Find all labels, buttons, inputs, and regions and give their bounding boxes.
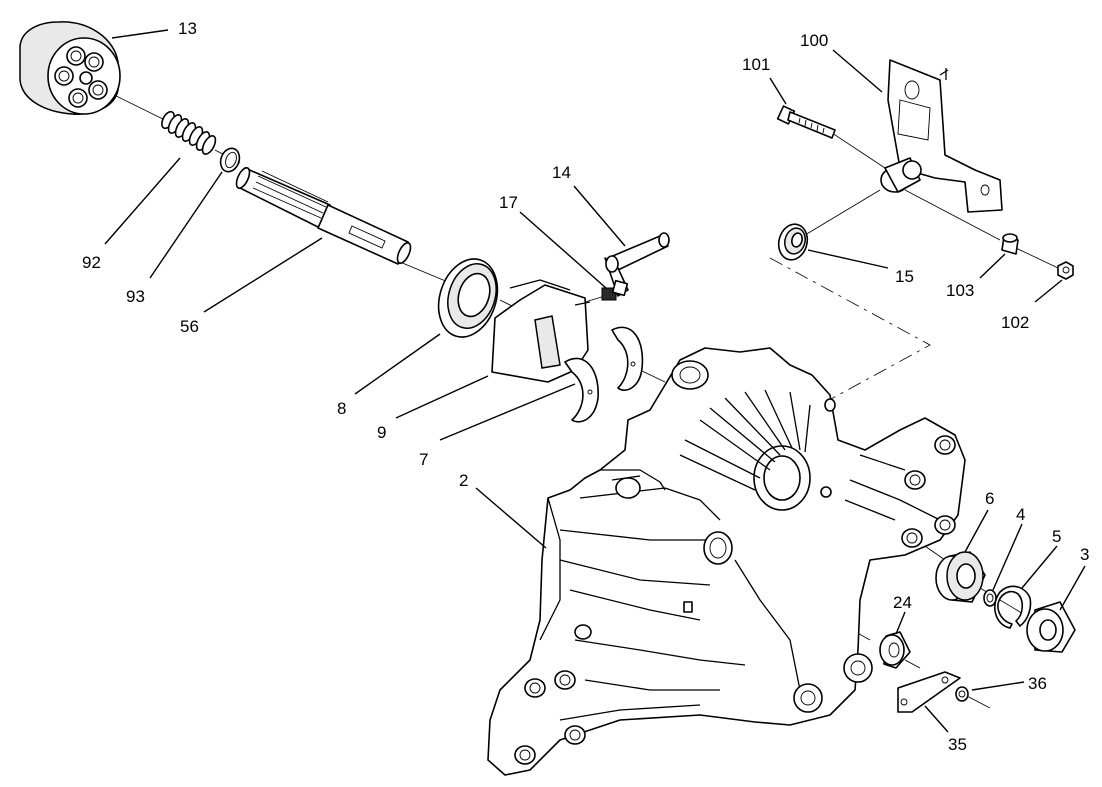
callout-8: 8 — [337, 399, 346, 418]
callout-14: 14 — [552, 163, 571, 182]
part-93-washer — [219, 147, 241, 173]
part-2-transmission-housing — [487, 347, 966, 776]
callout-35: 35 — [948, 735, 967, 754]
callout-17: 17 — [499, 193, 518, 212]
part-103-spacer — [1001, 233, 1019, 255]
part-92-spring — [161, 110, 217, 155]
callout-102: 102 — [1001, 313, 1029, 332]
callout-leader-lines — [104, 29, 1086, 733]
part-7-thrust-plate — [564, 326, 644, 423]
callout-2: 2 — [459, 471, 468, 490]
callout-92: 92 — [82, 253, 101, 272]
callout-4: 4 — [1016, 505, 1025, 524]
part-15-seal — [777, 223, 809, 261]
part-3-seal — [1026, 601, 1076, 653]
part-101-bolt — [776, 105, 836, 139]
callout-101: 101 — [742, 55, 770, 74]
part-9-swashplate — [491, 279, 591, 383]
part-17-slider-block — [601, 279, 629, 301]
callout-3: 3 — [1080, 545, 1089, 564]
part-102-nut — [1057, 261, 1074, 280]
part-24-spacer — [879, 631, 911, 669]
callout-5: 5 — [1052, 527, 1061, 546]
callout-15: 15 — [895, 267, 914, 286]
callout-7: 7 — [419, 450, 428, 469]
callout-36: 36 — [1028, 674, 1047, 693]
callout-6: 6 — [985, 489, 994, 508]
part-13-cylinder-block — [19, 21, 121, 115]
part-5-retaining-ring — [994, 585, 1032, 629]
callout-100: 100 — [800, 31, 828, 50]
part-36-clip — [955, 686, 969, 702]
part-100-bracket — [887, 59, 1003, 213]
callout-93: 93 — [126, 287, 145, 306]
callout-labels: 13 92 93 56 8 9 7 14 17 100 101 15 103 1… — [82, 19, 1089, 754]
callout-24: 24 — [893, 593, 912, 612]
callout-56: 56 — [180, 317, 199, 336]
part-35-link-plate — [897, 671, 961, 713]
part-56-splined-shaft — [235, 167, 412, 265]
callout-103: 103 — [946, 281, 974, 300]
callout-13: 13 — [178, 19, 197, 38]
callout-9: 9 — [377, 423, 386, 442]
part-8-bearing — [437, 258, 499, 338]
part-6-bearing — [935, 551, 986, 603]
bracket-spacer — [880, 157, 922, 193]
